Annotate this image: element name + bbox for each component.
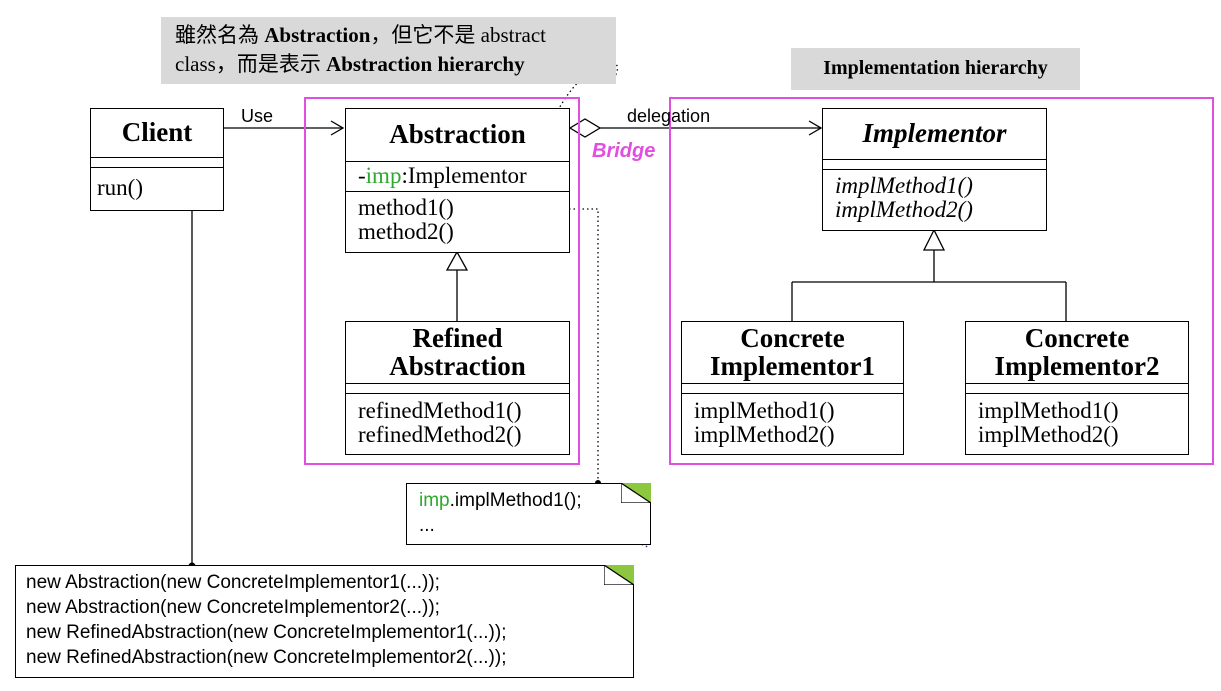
use-label: Use [241, 106, 274, 126]
delegation-arrow-head [808, 120, 823, 136]
concrete1-name-line2: Implementor1 [710, 351, 875, 381]
refined-name-line1: Refined [412, 323, 503, 353]
refined-divider-1 [346, 383, 569, 384]
callout-line-1-bold: Abstraction [264, 23, 371, 47]
abstraction-method1: method1() [358, 195, 454, 220]
abstraction-divider-1 [346, 161, 569, 162]
concrete2-method1: implMethod1() [978, 398, 1119, 423]
impl-note-call: .implMethod1(); [449, 490, 582, 511]
concrete1-divider-2 [682, 393, 903, 394]
client-divider-2 [91, 167, 223, 168]
concrete2-divider-2 [966, 393, 1188, 394]
callout-line-2: class，而是表示 Abstraction hierarchy [175, 50, 602, 79]
abstraction-callout: 雖然名為 Abstraction，但它不是 abstract class，而是表… [161, 17, 616, 84]
implementor-class-name: Implementor [862, 118, 1007, 148]
field-prefix: - [358, 163, 366, 188]
callout-line-2-bold: Abstraction hierarchy [326, 52, 525, 76]
impl-note-line2: ... [419, 515, 435, 536]
concrete1-name-line1: Concrete [740, 323, 845, 353]
concrete1-method2: implMethod2() [694, 422, 835, 447]
client-class: Client run() [90, 108, 224, 211]
note-corner-fold [621, 483, 651, 503]
bridge-label: Bridge [592, 140, 656, 162]
refined-divider-2 [346, 393, 569, 394]
implementor-divider-1 [823, 159, 1046, 160]
client-run-method: run() [97, 175, 143, 200]
concrete1-divider-1 [682, 383, 903, 384]
implementor-method1: implMethod1() [835, 173, 973, 198]
field-type: :Implementor [401, 163, 527, 188]
implementor-divider-2 [823, 169, 1046, 170]
refined-inheritance-triangle [445, 250, 469, 271]
client-note-line-2: new Abstraction(new ConcreteImplementor2… [26, 597, 440, 618]
client-class-name: Client [121, 117, 193, 147]
implementation-hierarchy-label: Implementation hierarchy [791, 48, 1080, 90]
impl-note-line1: imp.implMethod1(); [419, 490, 582, 512]
refined-method2: refinedMethod2() [358, 422, 522, 447]
concrete2-name-line1: Concrete [1024, 323, 1130, 353]
client-note-line-1: new Abstraction(new ConcreteImplementor1… [26, 572, 440, 593]
method1-dotted-link [479, 208, 599, 483]
refined-name-line2: Abstraction [389, 351, 526, 381]
callout-line-1-text: 雖然名為 [175, 23, 265, 47]
refined-method1: refinedMethod1() [358, 398, 522, 423]
implementor-class: Implementor implMethod1() implMethod2() [822, 108, 1047, 231]
abstraction-class-name: Abstraction [389, 119, 526, 149]
client-note-corner-fold [604, 565, 634, 585]
callout-line-1-rest: ，但它不是 abstract [370, 23, 546, 47]
delegation-label: delegation [627, 106, 711, 126]
field-name-imp: imp [365, 163, 402, 188]
client-note-line-4: new RefinedAbstraction(new ConcreteImple… [26, 647, 507, 668]
concrete2-method2: implMethod2() [978, 422, 1119, 447]
abstraction-hierarchy-boundary [304, 97, 580, 465]
abstraction-method2: method2() [358, 219, 454, 244]
concrete-implementor1-class: Concrete Implementor1 implMethod1() impl… [681, 321, 904, 455]
use-arrow-head [330, 120, 345, 136]
implementation-hierarchy-text: Implementation hierarchy [823, 57, 1048, 79]
refined-abstraction-class: Refined Abstraction refinedMethod1() ref… [345, 321, 570, 455]
client-usage-note: new Abstraction(new ConcreteImplementor1… [15, 565, 634, 678]
abstraction-field: -imp:Implementor [358, 164, 527, 188]
implementor-method2: implMethod2() [835, 197, 973, 222]
concrete2-name-line2: Implementor2 [994, 351, 1160, 381]
callout-line-1: 雖然名為 Abstraction，但它不是 abstract [175, 21, 602, 50]
implementation-hierarchy-boundary [669, 97, 1214, 465]
impl-method-note: imp.implMethod1(); ... [406, 483, 651, 545]
concrete1-method1: implMethod1() [694, 398, 835, 423]
client-divider-1 [91, 157, 223, 158]
concrete2-divider-1 [966, 383, 1188, 384]
client-note-line-3: new RefinedAbstraction(new ConcreteImple… [26, 622, 507, 643]
abstraction-class: Abstraction -imp:Implementor method1() m… [345, 108, 570, 253]
callout-line-2-text: class，而是表示 [175, 52, 327, 76]
impl-note-imp: imp [419, 490, 450, 511]
abstraction-divider-2 [346, 191, 569, 192]
concrete-implementor2-class: Concrete Implementor2 implMethod1() impl… [965, 321, 1189, 455]
